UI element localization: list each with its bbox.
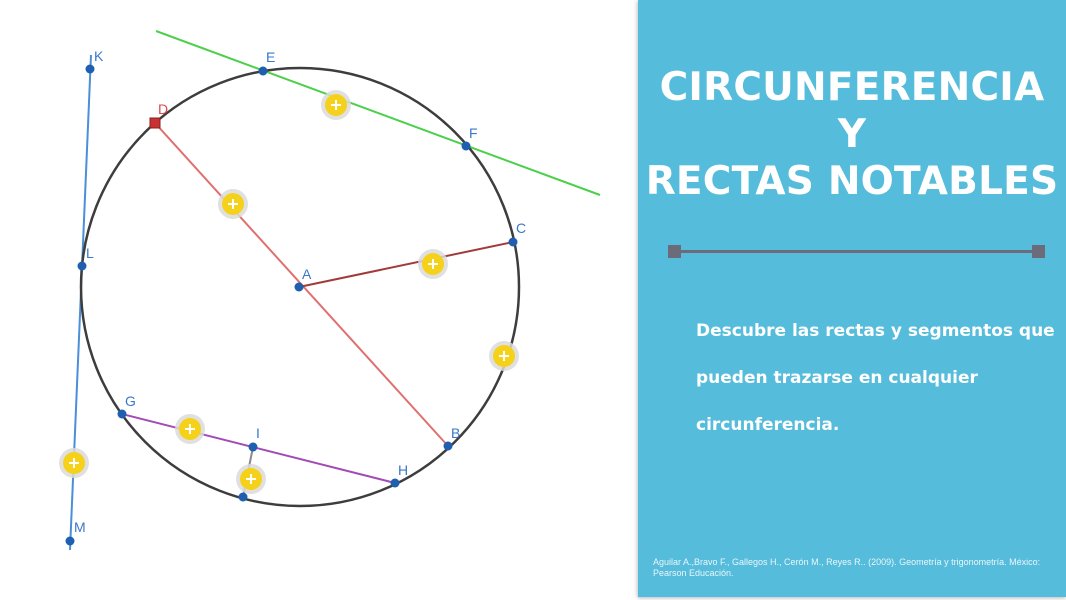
point-f[interactable]: [461, 141, 471, 151]
label-g: G: [125, 393, 136, 409]
label-e: E: [266, 49, 275, 65]
divider-bar: [674, 250, 1040, 253]
point-a[interactable]: [294, 282, 304, 292]
point-k[interactable]: [85, 64, 95, 74]
point-i[interactable]: [248, 442, 258, 452]
chord-segment: [121, 413, 396, 484]
label-k: K: [94, 48, 104, 64]
point-e[interactable]: [258, 66, 268, 76]
plus-icon: [228, 199, 238, 209]
hotspot-chord[interactable]: [175, 414, 205, 444]
labels-layer: A B C D E F G H I K L M: [74, 48, 526, 535]
title-line-2: Y: [837, 112, 867, 157]
plus-icon: [185, 424, 195, 434]
geometry-diagram: A B C D E F G H I K L M: [59, 30, 601, 551]
label-a: A: [302, 266, 312, 282]
plus-icon: [428, 259, 438, 269]
points-layer: [65, 64, 518, 546]
subtitle: Descubre las rectas y segmentos que pued…: [696, 308, 1056, 449]
label-h: H: [398, 462, 408, 478]
hotspot-apothem[interactable]: [236, 464, 266, 494]
point-arc-bottom[interactable]: [238, 492, 248, 502]
circumference: [79, 66, 521, 508]
hotspots-layer: [59, 90, 519, 494]
label-d: D: [158, 101, 168, 117]
hotspot-tangent[interactable]: [59, 448, 89, 478]
point-m[interactable]: [65, 536, 75, 546]
label-b: B: [451, 425, 460, 441]
title-line-1: CIRCUNFERENCIA: [659, 65, 1045, 110]
point-b[interactable]: [443, 441, 453, 451]
hotspot-arc[interactable]: [489, 341, 519, 371]
title-line-3: RECTAS NOTABLES: [645, 159, 1059, 204]
hotspot-secant[interactable]: [321, 90, 351, 120]
point-g[interactable]: [117, 409, 127, 419]
divider: [668, 245, 1045, 258]
plus-icon: [69, 458, 79, 468]
radius-segment: [298, 241, 514, 288]
plus-icon: [499, 351, 509, 361]
hotspot-diameter[interactable]: [218, 189, 248, 219]
label-f: F: [469, 125, 478, 141]
plus-icon: [331, 100, 341, 110]
point-h[interactable]: [390, 478, 400, 488]
subtitle-line-3: circunferencia.: [696, 415, 840, 435]
label-m: M: [74, 519, 86, 535]
secant-line: [155, 30, 601, 196]
citation: Aguilar A.,Bravo F., Gallegos H., Cerón …: [653, 557, 1041, 578]
divider-cap-left: [668, 245, 681, 258]
point-d[interactable]: [149, 117, 161, 129]
label-i: I: [256, 425, 260, 441]
divider-cap-right: [1032, 245, 1045, 258]
point-l[interactable]: [77, 261, 87, 271]
label-c: C: [516, 220, 526, 236]
hotspot-radius[interactable]: [418, 249, 448, 279]
label-l: L: [86, 245, 94, 261]
subtitle-line-2: pueden trazarse en cualquier: [696, 368, 978, 388]
plus-icon: [246, 474, 256, 484]
info-panel: CIRCUNFERENCIA Y RECTAS NOTABLES Descubr…: [638, 0, 1066, 597]
page-title: CIRCUNFERENCIA Y RECTAS NOTABLES: [638, 64, 1066, 205]
subtitle-line-1: Descubre las rectas y segmentos que: [696, 321, 1055, 341]
point-c[interactable]: [508, 237, 518, 247]
